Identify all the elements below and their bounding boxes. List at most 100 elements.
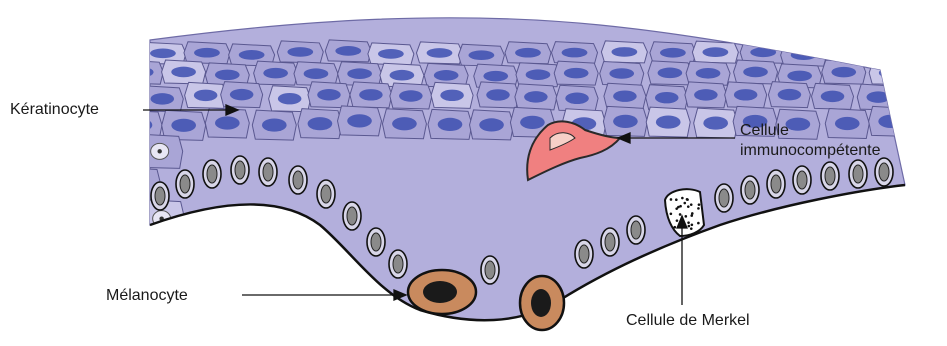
cell-nucleus: [359, 89, 383, 100]
basal-nucleus: [155, 187, 165, 205]
cell-nucleus: [526, 69, 551, 80]
cell-nucleus: [919, 118, 944, 131]
merkel-granule: [687, 221, 690, 224]
merkel-granule: [690, 227, 693, 230]
basal-nucleus: [235, 161, 245, 179]
merkel-cell-label: Cellule de Merkel: [626, 311, 750, 331]
keratinocyte-label: Kératinocyte: [10, 100, 99, 120]
cell-nucleus: [434, 70, 459, 81]
merkel-granule: [683, 202, 686, 205]
basal-nucleus: [579, 245, 589, 263]
cell-nucleus: [750, 47, 776, 57]
nucleolus: [157, 149, 161, 153]
cell-nucleus: [262, 118, 287, 131]
cell-nucleus: [887, 48, 913, 58]
cell-nucleus: [378, 49, 404, 59]
cell-nucleus: [392, 117, 417, 130]
cell-nucleus: [917, 70, 942, 81]
merkel-granule: [687, 205, 690, 208]
cell-nucleus: [611, 47, 637, 57]
cell-nucleus: [171, 119, 196, 132]
cell-nucleus: [438, 118, 463, 131]
cell-nucleus: [308, 117, 333, 130]
cell-nucleus: [879, 68, 904, 79]
keratinocyte-cell: [877, 42, 923, 64]
cell-nucleus: [778, 89, 802, 100]
cell-nucleus: [486, 89, 510, 100]
merkel-granule: [679, 205, 682, 208]
cell-nucleus: [655, 92, 679, 103]
basal-nucleus: [263, 163, 273, 181]
basal-nucleus: [347, 207, 357, 225]
cell-nucleus: [831, 67, 856, 78]
merkel-granule: [697, 222, 700, 225]
cell-nucleus: [347, 68, 372, 79]
cell-nucleus: [151, 93, 175, 104]
merkel-granule: [675, 198, 678, 201]
merkel-granule: [670, 198, 673, 201]
keratinocyte-cell: [869, 61, 913, 85]
cell-nucleus: [821, 91, 845, 102]
cell-nucleus: [743, 67, 768, 78]
cell-nucleus: [129, 178, 147, 194]
cell-nucleus: [230, 89, 254, 100]
cell-nucleus: [696, 68, 721, 79]
cell-nucleus: [278, 93, 302, 104]
keratinocyte-cell: [119, 60, 163, 84]
cell-nucleus: [427, 48, 453, 58]
merkel-granule: [697, 207, 700, 210]
basal-nucleus: [605, 233, 615, 251]
melanocyte-cell-2: [520, 276, 564, 330]
basal-nucleus: [393, 255, 403, 273]
basal-nucleus: [879, 163, 889, 181]
cell-nucleus: [843, 48, 869, 58]
cell-nucleus: [613, 115, 638, 128]
cell-nucleus: [613, 90, 637, 101]
basal-nucleus: [853, 165, 863, 183]
basal-nucleus: [797, 171, 807, 189]
cell-nucleus: [133, 250, 151, 266]
cell-nucleus: [734, 89, 758, 100]
nucleolus: [140, 256, 144, 260]
cell-nucleus: [150, 48, 176, 58]
melanocyte-cell-1: [408, 270, 476, 314]
merkel-granule: [676, 219, 679, 222]
immune-cell-label-line2: immunocompétente: [740, 141, 881, 161]
cell-nucleus: [194, 90, 218, 101]
cell-nucleus: [520, 116, 545, 129]
keratinocyte-cell: [833, 42, 879, 64]
cell-nucleus: [335, 46, 361, 56]
cell-nucleus: [656, 115, 681, 128]
immune-cell-label-line1: Cellule: [740, 121, 881, 141]
cell-nucleus: [479, 118, 504, 131]
basal-nucleus: [485, 261, 495, 279]
merkel-granule: [686, 198, 689, 201]
cell-nucleus: [703, 116, 728, 129]
basal-nucleus: [321, 185, 331, 203]
keratinocyte-cell: [907, 63, 947, 87]
cell-nucleus: [287, 47, 313, 57]
cell-nucleus: [524, 91, 548, 102]
basal-nucleus: [371, 233, 381, 251]
cell-nucleus: [658, 68, 683, 79]
basal-nucleus: [825, 167, 835, 185]
cell-nucleus: [702, 47, 728, 57]
basal-nucleus: [719, 189, 729, 207]
cell-nucleus: [390, 70, 415, 81]
merkel-granule: [677, 206, 680, 209]
cell-nucleus: [609, 68, 634, 79]
immune-cell-label: Cellule immunocompétente: [740, 121, 881, 161]
melanocyte-label: Mélanocyte: [106, 286, 188, 306]
cell-nucleus: [469, 50, 495, 60]
keratinocyte-cell: [118, 238, 166, 278]
cell-nucleus: [902, 93, 926, 104]
merkel-granule: [698, 203, 701, 206]
basal-nucleus: [207, 165, 217, 183]
cell-nucleus: [399, 90, 423, 101]
merkel-granule: [685, 215, 688, 218]
cell-nucleus: [562, 48, 588, 58]
cell-nucleus: [263, 68, 288, 79]
cell-nucleus: [215, 70, 240, 81]
keratinocyte-cell: [893, 86, 935, 112]
